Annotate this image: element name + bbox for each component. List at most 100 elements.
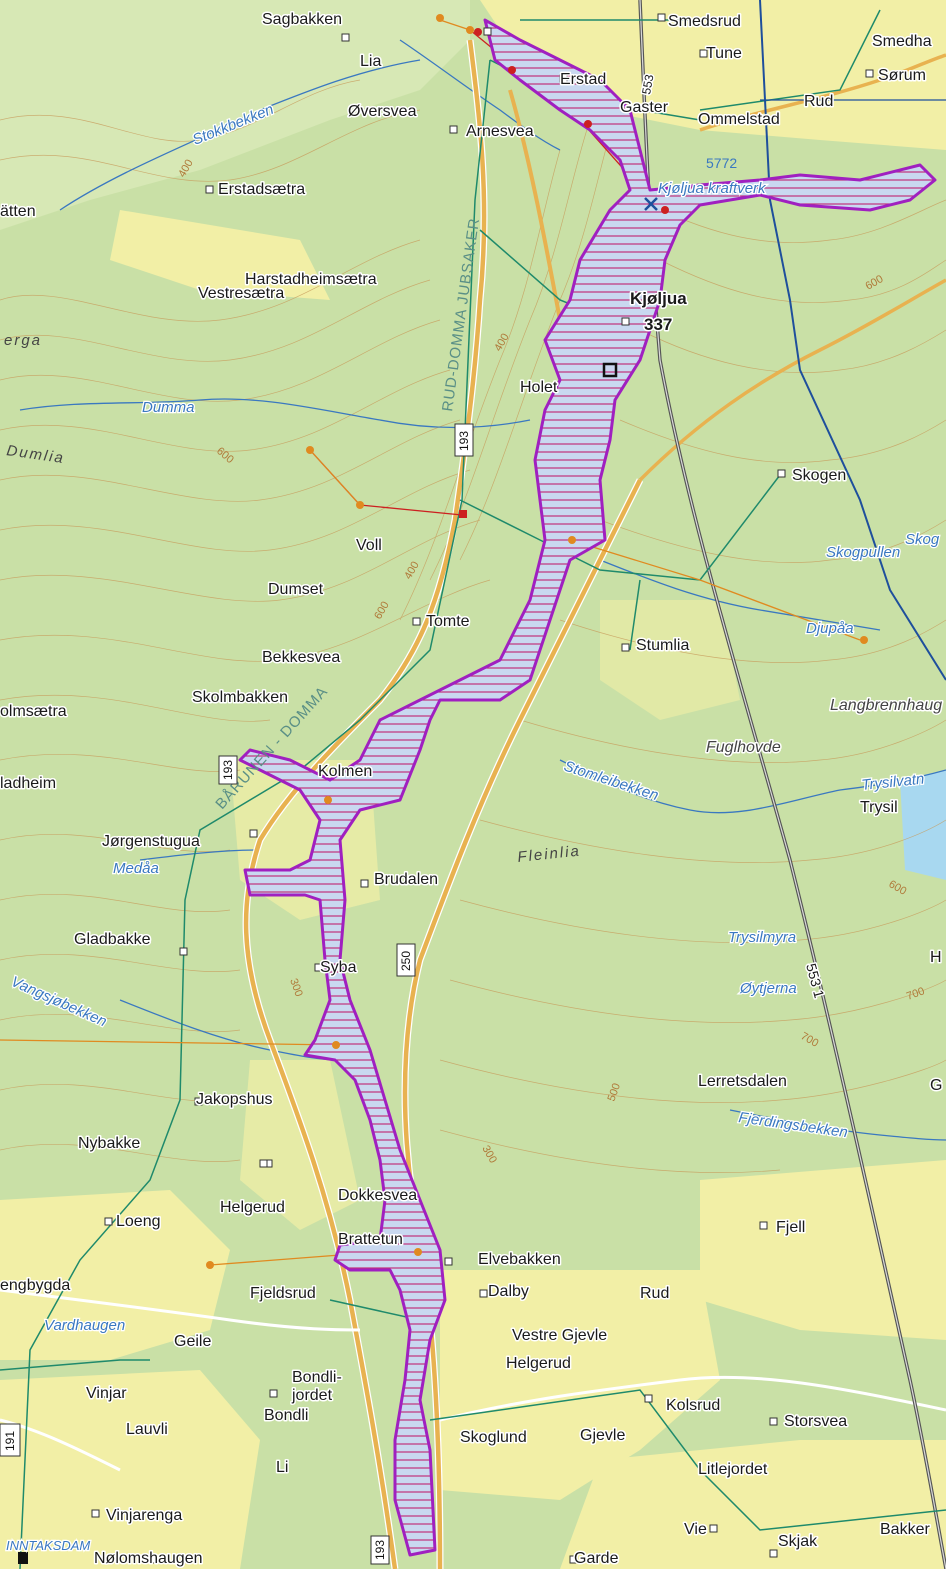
place-label: olmsætra xyxy=(0,703,67,720)
place-label: Lia xyxy=(360,53,381,70)
place-label: Fjeldsrud xyxy=(250,1285,316,1302)
place-label: Geile xyxy=(174,1333,211,1350)
place-label: Øversvea xyxy=(348,103,417,120)
place-label: Voll xyxy=(356,537,382,554)
area-label: erga xyxy=(4,332,42,349)
place-label: Ommelstad xyxy=(698,111,780,128)
railway-line-number-north: 553 xyxy=(639,73,656,95)
reservoir-area xyxy=(238,18,937,1557)
place-label: Gladbakke xyxy=(74,931,151,948)
place-label: Smedsrud xyxy=(668,13,741,30)
place-label: Dokkesvea xyxy=(338,1187,417,1204)
place-label: Fuglhovde xyxy=(706,739,781,756)
place-label: Bondli xyxy=(264,1407,308,1424)
place-label: Dumset xyxy=(268,581,324,598)
place-label: Bekkesvea xyxy=(262,649,340,666)
place-label: Smedha xyxy=(872,33,932,50)
contour-label: 500 xyxy=(606,1082,624,1103)
place-label: Bondli- xyxy=(292,1369,342,1386)
place-label: Helgerud xyxy=(220,1199,285,1216)
place-label: Jørgenstugua xyxy=(102,833,200,850)
contour-label: 300 xyxy=(287,977,305,998)
place-label: Langbrennhaug xyxy=(830,697,942,714)
place-label: Tomte xyxy=(426,613,470,630)
place-label: Helgerud xyxy=(506,1355,571,1372)
road-number: 193 xyxy=(373,1540,387,1560)
water-label: Skogpullen xyxy=(826,544,900,561)
place-label: Stumlia xyxy=(636,637,689,654)
place-label: Vie xyxy=(684,1521,707,1538)
place-label: Rud xyxy=(804,93,833,110)
place-label: Vestre Gjevle xyxy=(512,1327,607,1344)
place-label: Vestresætra xyxy=(198,285,284,302)
water-label: Djupåa xyxy=(806,620,854,637)
place-label: Brattetun xyxy=(338,1231,403,1248)
place-label: Harstadheimsætra xyxy=(245,271,377,288)
place-label: engbygda xyxy=(0,1277,70,1294)
road-shields: 193 250 191 193 193 xyxy=(0,423,474,1565)
place-label: Skolmbakken xyxy=(192,689,288,706)
place-label: Storsvea xyxy=(784,1413,847,1430)
place-label: Sørum xyxy=(878,67,926,84)
road-number: 191 xyxy=(3,1431,17,1451)
powerstation-icon[interactable] xyxy=(644,197,658,211)
place-label: Erstad xyxy=(560,71,606,88)
place-label: Syba xyxy=(320,959,357,976)
place-label: Gjevle xyxy=(580,1427,625,1444)
place-label: Dalby xyxy=(488,1283,529,1300)
place-label: Jakopshus xyxy=(196,1091,273,1108)
contour-lines xyxy=(0,79,946,1173)
place-label: Loeng xyxy=(116,1213,161,1230)
place-label: Skjak xyxy=(778,1533,818,1550)
road-number: 193 xyxy=(457,431,471,451)
place-label: Arnesvea xyxy=(466,123,534,140)
spot-height: 337 xyxy=(644,315,672,334)
place-label: Skoglund xyxy=(460,1429,527,1446)
place-label: G xyxy=(930,1077,942,1094)
place-label: Gaster xyxy=(620,99,669,116)
place-label: Bakker xyxy=(880,1521,930,1538)
line-number-5772: 5772 xyxy=(706,155,737,171)
powerstation-label: Kjøljua kraftverk xyxy=(658,180,767,197)
place-label: Li xyxy=(276,1459,288,1476)
place-label: Garde xyxy=(574,1550,619,1567)
place-label: Kolsrud xyxy=(666,1397,720,1414)
place-label: Vinjar xyxy=(86,1385,127,1402)
place-label: Brudalen xyxy=(374,871,438,888)
place-label: Nybakke xyxy=(78,1135,140,1152)
contour-label: 700 xyxy=(905,985,926,1003)
area-label: Fleinlia xyxy=(517,842,582,866)
place-label: Kjøljua xyxy=(630,289,687,308)
road-number: 193 xyxy=(221,760,235,780)
road-number: 250 xyxy=(399,951,413,971)
place-label: Trysil xyxy=(860,799,898,816)
place-label: Litlejordet xyxy=(698,1461,768,1478)
place-label: Tune xyxy=(706,45,742,62)
place-label: ätten xyxy=(0,203,36,220)
place-label: Fjell xyxy=(776,1219,805,1236)
place-label: Holet xyxy=(520,379,558,396)
place-label: Erstadsætra xyxy=(218,181,305,198)
place-label: Lerretsdalen xyxy=(698,1073,787,1090)
place-labels: Sagbakken Lia Smedsrud Tune Smedha Sørum… xyxy=(0,10,944,1569)
water-label: Medåa xyxy=(113,860,159,877)
point-markers xyxy=(18,14,868,1564)
place-label: H xyxy=(930,949,942,966)
water-label: Vardhaugen xyxy=(44,1317,125,1334)
place-label: Lauvli xyxy=(126,1421,168,1438)
place-label: Vinjarenga xyxy=(106,1507,182,1524)
place-label: Elvebakken xyxy=(478,1251,561,1268)
place-label: ladheim xyxy=(0,775,56,792)
place-label: Rud xyxy=(640,1285,669,1302)
water-label: Øytjerna xyxy=(739,980,797,997)
place-label: Nølomshaugen xyxy=(94,1550,203,1567)
water-label: Trysilmyra xyxy=(728,929,796,946)
water-label: Skog xyxy=(905,531,940,548)
buildings xyxy=(91,13,874,1564)
place-label: Kolmen xyxy=(318,763,372,780)
water-label: Dumma xyxy=(142,399,195,416)
dam-label: INNTAKSDAM xyxy=(6,1538,90,1553)
